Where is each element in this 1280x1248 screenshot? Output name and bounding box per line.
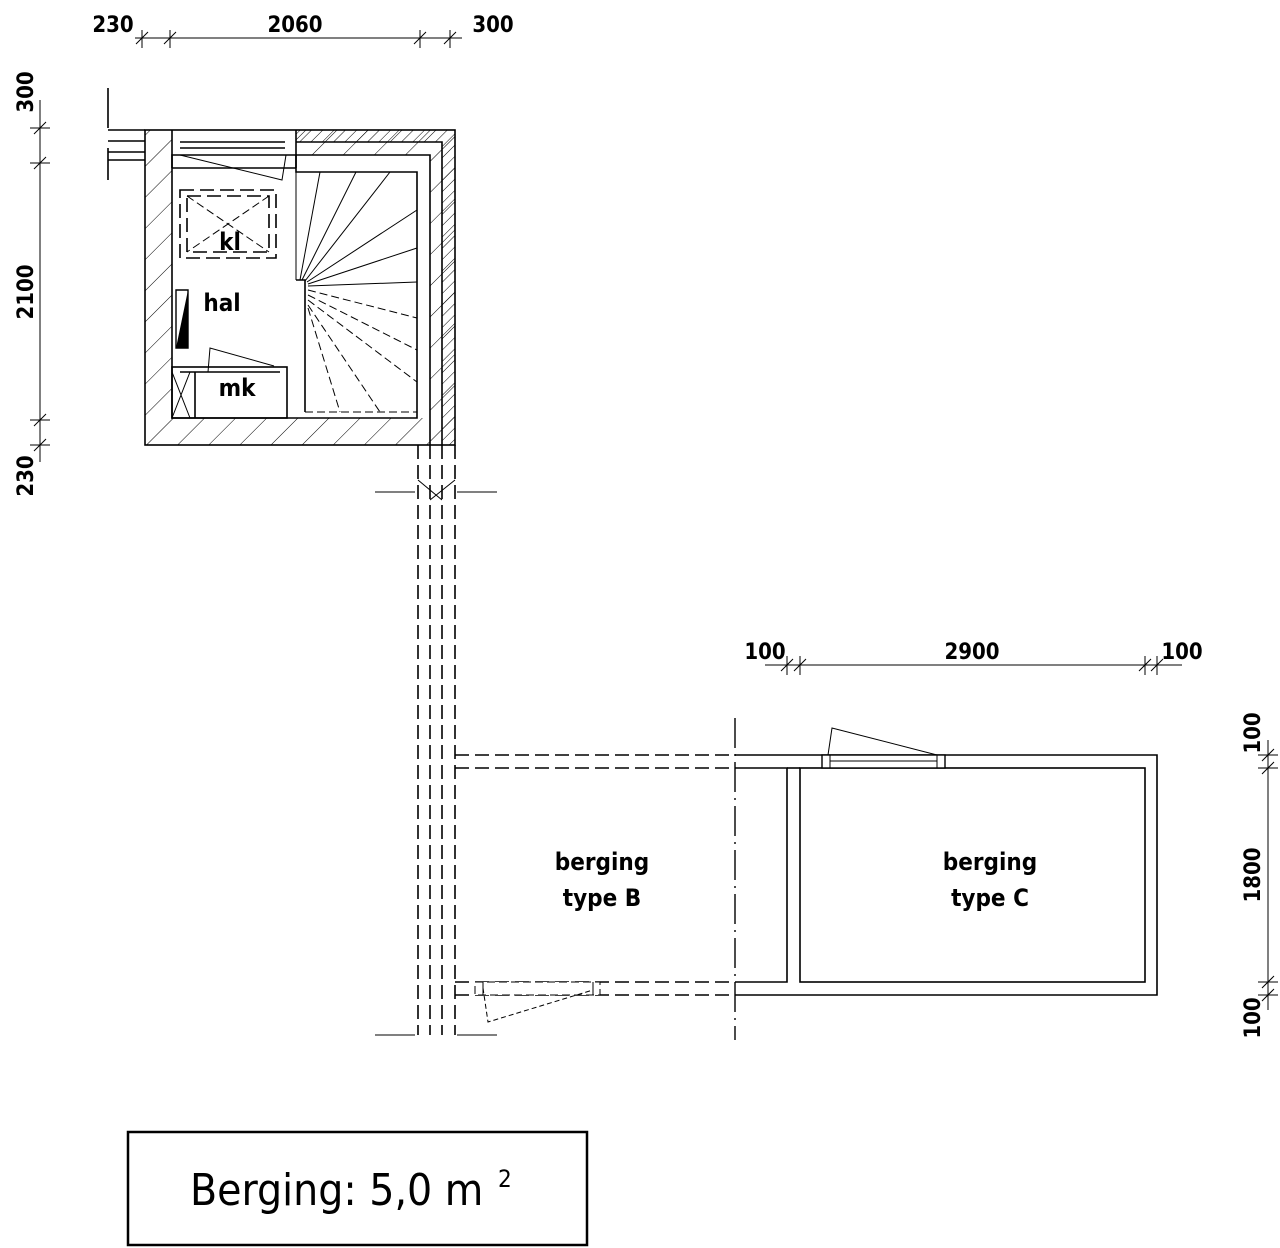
room-label-type-b: type B: [563, 884, 641, 912]
dim-label: 300: [472, 13, 513, 38]
dimension-storage-top: 100 2900 100: [744, 640, 1203, 675]
house-plan: kl hal mk: [107, 88, 456, 446]
staircase: [295, 171, 418, 413]
storage-plan: berging type B berging type C: [455, 718, 1158, 1040]
room-label-hal: hal: [203, 289, 240, 317]
room-label-kl: kl: [219, 228, 241, 256]
dim-label: 100: [744, 640, 785, 665]
dim-label: 1800: [1241, 847, 1266, 902]
dim-label: 2100: [14, 264, 39, 319]
dim-label: 230: [92, 13, 133, 38]
door-type-b: [474, 981, 601, 1023]
area-title-box: Berging: 5,0 m 2: [126, 1130, 589, 1247]
door-type-c: [821, 727, 946, 769]
dim-label: 2900: [944, 640, 999, 665]
dimension-house-left: 300 2100 230: [14, 71, 50, 497]
dim-label: 2060: [267, 13, 322, 38]
dimension-storage-right: 100 1800 100: [1241, 712, 1278, 1039]
dim-label: 300: [14, 71, 39, 112]
dim-label: 100: [1241, 712, 1266, 753]
area-superscript: 2: [498, 1165, 512, 1193]
dim-label: 100: [1161, 640, 1202, 665]
corridor-lines: [375, 445, 497, 1036]
room-label-mk: mk: [219, 374, 257, 402]
dim-label: 100: [1241, 997, 1266, 1038]
area-label: Berging: 5,0 m: [190, 1165, 483, 1216]
dim-label: 230: [14, 455, 39, 496]
room-label-berging-c: berging: [943, 848, 1037, 876]
dimension-house-top: 230 2060 300: [92, 13, 514, 48]
room-label-type-c: type C: [951, 884, 1029, 912]
room-label-berging-b: berging: [555, 848, 649, 876]
